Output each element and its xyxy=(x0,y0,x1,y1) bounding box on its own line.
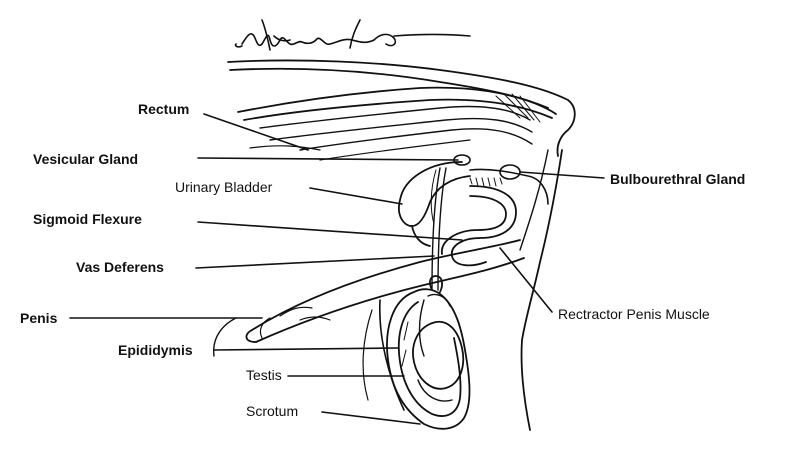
vas-deferens-shape xyxy=(430,167,447,291)
label-rectum: Rectum xyxy=(138,101,190,117)
label-sigmoid-flexure: Sigmoid Flexure xyxy=(33,211,142,227)
signature-scribble xyxy=(234,19,471,51)
accessory-glands xyxy=(453,154,549,205)
label-retractor-penis-muscle: Rectractor Penis Muscle xyxy=(558,306,710,322)
leader-sigmoid-flexure xyxy=(197,221,463,241)
leg-contour xyxy=(362,299,405,411)
leader-rectum xyxy=(203,113,309,151)
label-vas-deferens: Vas Deferens xyxy=(76,259,164,275)
leader-retractor-penis-muscle xyxy=(499,247,553,313)
leader-lines xyxy=(69,113,605,425)
scrotum-testis-shape xyxy=(386,275,471,430)
sigmoid-flexure-shape xyxy=(441,185,517,267)
label-urinary-bladder: Urinary Bladder xyxy=(175,179,273,195)
label-epididymis: Epididymis xyxy=(118,342,193,358)
body-outline xyxy=(227,59,576,431)
leader-urinary-bladder xyxy=(309,187,403,205)
leader-vesicular-gland xyxy=(197,157,459,161)
label-penis: Penis xyxy=(20,310,58,326)
leader-vas-deferens xyxy=(195,255,435,269)
penis-shape xyxy=(213,239,525,357)
label-scrotum: Scrotum xyxy=(246,403,299,419)
leader-scrotum xyxy=(321,411,421,425)
label-testis: Testis xyxy=(246,367,282,383)
leader-bulbourethral-gland xyxy=(519,171,605,179)
label-bulbourethral-gland: Bulbourethral Gland xyxy=(610,171,746,187)
leader-epididymis xyxy=(213,347,399,351)
label-vesicular-gland: Vesicular Gland xyxy=(33,151,139,167)
